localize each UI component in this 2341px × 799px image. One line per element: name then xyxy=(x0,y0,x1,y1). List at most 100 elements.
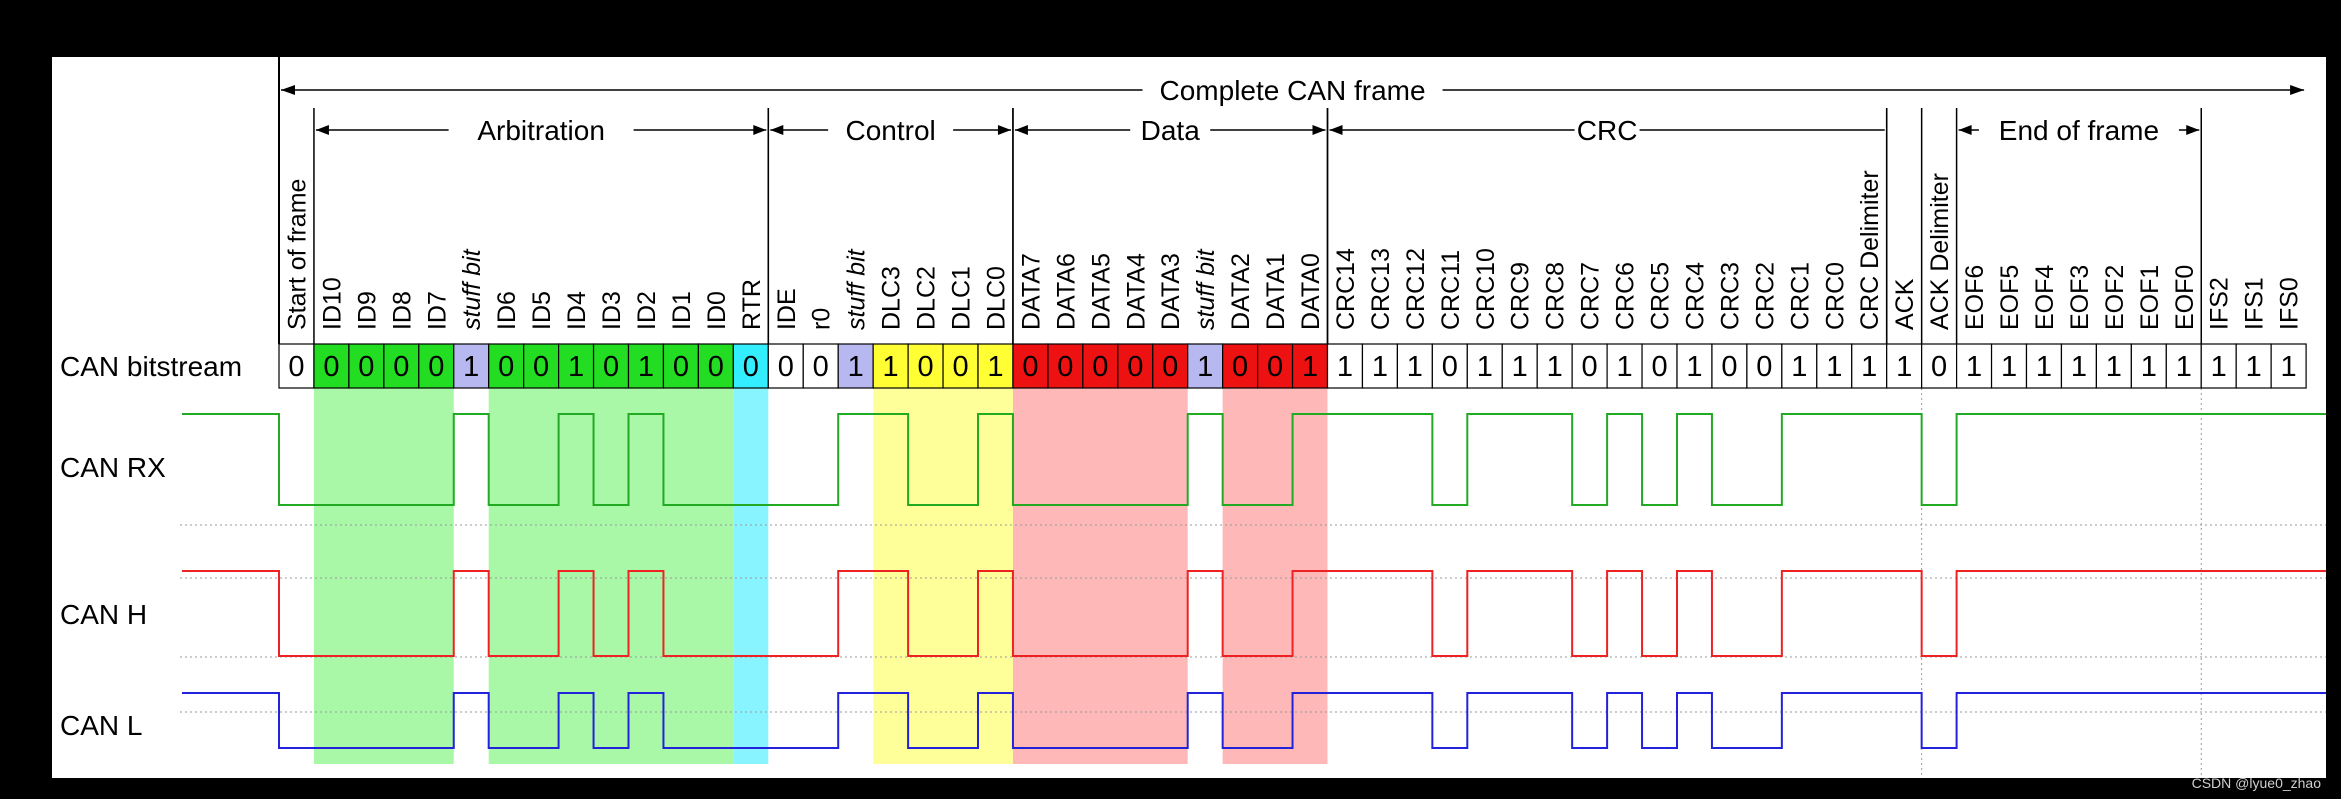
section-label-bg-0 xyxy=(448,114,634,144)
bit-cell-34 xyxy=(1466,343,1503,389)
highlight-band-2 xyxy=(733,388,769,764)
bit-cell-22 xyxy=(1047,343,1084,389)
bit-cell-3 xyxy=(383,343,420,389)
bit-value-9: 0 xyxy=(603,351,619,383)
bit-cell-53 xyxy=(2130,343,2167,389)
bit-label-54: EOF0 xyxy=(2171,265,2199,330)
bit-value-34: 1 xyxy=(1477,351,1493,383)
bit-label-16: stuff bit xyxy=(843,248,871,330)
bit-label-24: DATA4 xyxy=(1122,253,1150,330)
bit-value-56: 1 xyxy=(2246,351,2262,383)
bit-cell-31 xyxy=(1361,343,1398,389)
bit-value-49: 1 xyxy=(2001,351,2017,383)
bit-cell-29 xyxy=(1291,343,1329,389)
bit-label-44: CRC0 xyxy=(1821,262,1849,330)
section-arrow-right-0 xyxy=(753,125,767,135)
bit-label-23: DATA5 xyxy=(1087,253,1115,330)
bit-cell-40 xyxy=(1676,343,1713,389)
section-arrow-left-1 xyxy=(770,125,784,135)
watermark: CSDN @lyue0_zhao xyxy=(2191,775,2321,791)
bit-cell-19 xyxy=(942,343,979,389)
bit-label-53: EOF1 xyxy=(2136,265,2164,330)
bit-label-34: CRC10 xyxy=(1472,248,1500,330)
bit-label-41: CRC3 xyxy=(1716,262,1744,330)
bit-label-21: DATA7 xyxy=(1017,253,1045,330)
highlight-band-0 xyxy=(313,388,454,764)
can-h-trace xyxy=(182,570,2326,657)
bit-value-10: 1 xyxy=(638,351,654,383)
bit-label-17: DLC3 xyxy=(878,266,906,330)
bit-value-36: 1 xyxy=(1547,351,1563,383)
bit-cell-28 xyxy=(1256,343,1294,389)
bit-label-45: CRC Delimiter xyxy=(1856,170,1884,330)
bit-value-44: 1 xyxy=(1826,351,1842,383)
can-rx-trace xyxy=(182,413,2326,506)
bit-value-47: 0 xyxy=(1931,351,1947,383)
row-label-rx: CAN RX xyxy=(60,452,166,483)
bit-label-49: EOF5 xyxy=(1996,265,2024,330)
bit-label-40: CRC4 xyxy=(1681,262,1709,330)
bit-value-26: 1 xyxy=(1197,351,1213,383)
bit-label-39: CRC5 xyxy=(1647,262,1675,330)
bit-cell-47 xyxy=(1921,343,1958,389)
bit-label-14: IDE xyxy=(773,288,801,330)
bit-value-46: 1 xyxy=(1896,351,1912,383)
bit-label-5: stuff bit xyxy=(458,248,486,330)
frame-title: Complete CAN frame xyxy=(1160,75,1426,106)
bit-value-4: 0 xyxy=(428,351,444,383)
section-label-1: Control xyxy=(845,115,935,146)
bit-label-36: CRC8 xyxy=(1542,262,1570,330)
bit-cell-21 xyxy=(1012,343,1049,389)
bit-label-27: DATA2 xyxy=(1227,253,1255,330)
bit-label-33: CRC11 xyxy=(1437,250,1465,330)
bit-label-3: ID8 xyxy=(388,291,416,330)
bit-cell-27 xyxy=(1222,343,1259,389)
bit-value-31: 1 xyxy=(1372,351,1388,383)
bit-label-4: ID7 xyxy=(423,291,451,330)
bit-label-0: Start of frame xyxy=(283,179,311,330)
section-arrow-right-4 xyxy=(2186,125,2200,135)
bit-value-42: 0 xyxy=(1756,351,1772,383)
bit-value-45: 1 xyxy=(1861,351,1877,383)
bit-label-12: ID0 xyxy=(703,291,731,330)
bit-value-30: 1 xyxy=(1337,351,1353,383)
bit-value-29: 1 xyxy=(1302,351,1318,383)
frame-arrow-right xyxy=(2290,85,2305,95)
section-arrow-left-4 xyxy=(1958,125,1972,135)
bit-label-43: CRC1 xyxy=(1786,262,1814,330)
bit-label-13: RTR xyxy=(738,279,766,330)
bit-cell-18 xyxy=(907,343,944,389)
section-arrow-right-1 xyxy=(997,125,1011,135)
section-label-bg-3 xyxy=(1574,114,1640,144)
frame-arrow-left xyxy=(281,85,295,95)
section-arrow-left-2 xyxy=(1014,125,1028,135)
section-arrow-left-0 xyxy=(315,125,329,135)
bit-cell-56 xyxy=(2235,343,2272,389)
section-arrow-left-3 xyxy=(1329,125,1343,135)
row-label-bitstream: CAN bitstream xyxy=(60,351,242,382)
highlight-band-4 xyxy=(1012,388,1188,764)
bit-value-57: 1 xyxy=(2281,351,2297,383)
bit-cell-16 xyxy=(837,343,874,389)
bit-cell-10 xyxy=(627,343,665,389)
bit-cell-50 xyxy=(2025,343,2063,389)
bit-label-56: IFS1 xyxy=(2241,277,2269,330)
section-label-bg-4 xyxy=(1978,114,2179,144)
bit-label-38: CRC6 xyxy=(1612,262,1640,330)
bit-label-6: ID6 xyxy=(493,291,521,330)
bit-cell-2 xyxy=(348,343,385,389)
bit-label-31: CRC13 xyxy=(1367,248,1395,330)
bit-cell-43 xyxy=(1781,343,1818,389)
bit-value-14: 0 xyxy=(778,351,794,383)
bit-label-37: CRC7 xyxy=(1577,262,1605,330)
bit-value-0: 0 xyxy=(288,351,304,383)
bit-label-19: DLC1 xyxy=(948,266,976,330)
bit-value-3: 0 xyxy=(393,351,409,383)
bit-label-7: ID5 xyxy=(528,291,556,330)
bit-label-50: EOF4 xyxy=(2031,265,2059,330)
bit-value-11: 0 xyxy=(673,351,689,383)
bit-cell-39 xyxy=(1641,343,1678,389)
bit-value-18: 0 xyxy=(918,351,934,383)
bit-label-48: EOF6 xyxy=(1961,265,1989,330)
